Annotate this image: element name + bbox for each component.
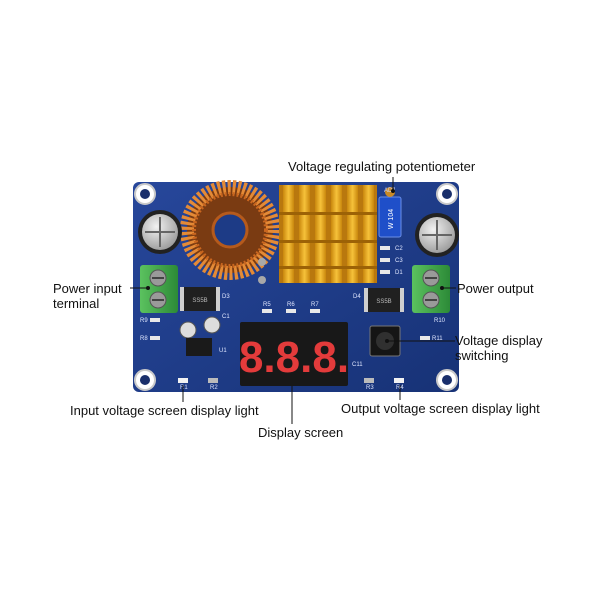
mounting-holes: [134, 183, 458, 391]
silk-r5: R5: [263, 302, 271, 308]
label-power-output: Power output: [457, 281, 534, 296]
silk-c3: C3: [395, 258, 403, 264]
silk-c11: C11: [352, 362, 363, 368]
silk-r1: R1: [180, 385, 188, 391]
silk-c1: C1: [222, 314, 230, 320]
smd-parts: [150, 246, 430, 383]
pot-code-text: W 104: [388, 209, 395, 229]
output-terminal-block: [412, 265, 450, 313]
input-diode-chip: SS5B: [180, 287, 220, 311]
silk-r6: R6: [287, 302, 295, 308]
input-capacitor: [138, 210, 182, 254]
silk-r11: R11: [432, 336, 443, 342]
silk-d1: D1: [395, 270, 403, 276]
silk-d3: D3: [222, 294, 230, 300]
label-pot: Voltage regulating potentiometer: [288, 159, 476, 174]
silk-r8: R8: [140, 336, 148, 342]
output-capacitor: [415, 213, 459, 257]
display-digits: 8.8.8.: [239, 333, 349, 382]
silk-r9: R9: [140, 318, 148, 324]
silk-u1: U1: [219, 348, 227, 354]
label-switch-line2: switching: [455, 348, 509, 363]
heatsink: [279, 185, 377, 283]
chip-a-text: SS5B: [192, 298, 207, 304]
label-power-input-line1: Power input: [53, 281, 122, 296]
potentiometer: W 104 ADJ: [378, 187, 402, 238]
silk-c2: C2: [395, 246, 403, 252]
label-power-input: Power input terminal: [53, 281, 122, 311]
silk-r2: R2: [210, 385, 218, 391]
annotation-lines: [130, 177, 456, 424]
small-capacitors: [179, 316, 221, 356]
label-output-light: Output voltage screen display light: [341, 401, 540, 416]
output-diode-chip: SS5B: [364, 288, 404, 312]
screw: [258, 276, 266, 284]
chip-b-text: SS5B: [376, 299, 391, 305]
screw: [258, 258, 266, 266]
toroid-inductor: [180, 180, 280, 280]
silk-r7: R7: [311, 302, 319, 308]
adj-text: ADJ: [384, 188, 395, 194]
label-input-light: Input voltage screen display light: [70, 403, 259, 418]
label-power-input-line2: terminal: [53, 296, 100, 311]
label-display: Display screen: [258, 425, 344, 440]
seven-segment-display: 8.8.8.: [239, 322, 349, 386]
silk-r3: R3: [366, 385, 374, 391]
annotation-dots: [146, 189, 444, 343]
label-switch: Voltage display switching: [455, 333, 542, 363]
input-terminal-block: [140, 265, 178, 313]
silk-r10: R10: [434, 318, 446, 324]
silk-d4: D4: [353, 294, 361, 300]
label-switch-line1: Voltage display: [455, 333, 543, 348]
